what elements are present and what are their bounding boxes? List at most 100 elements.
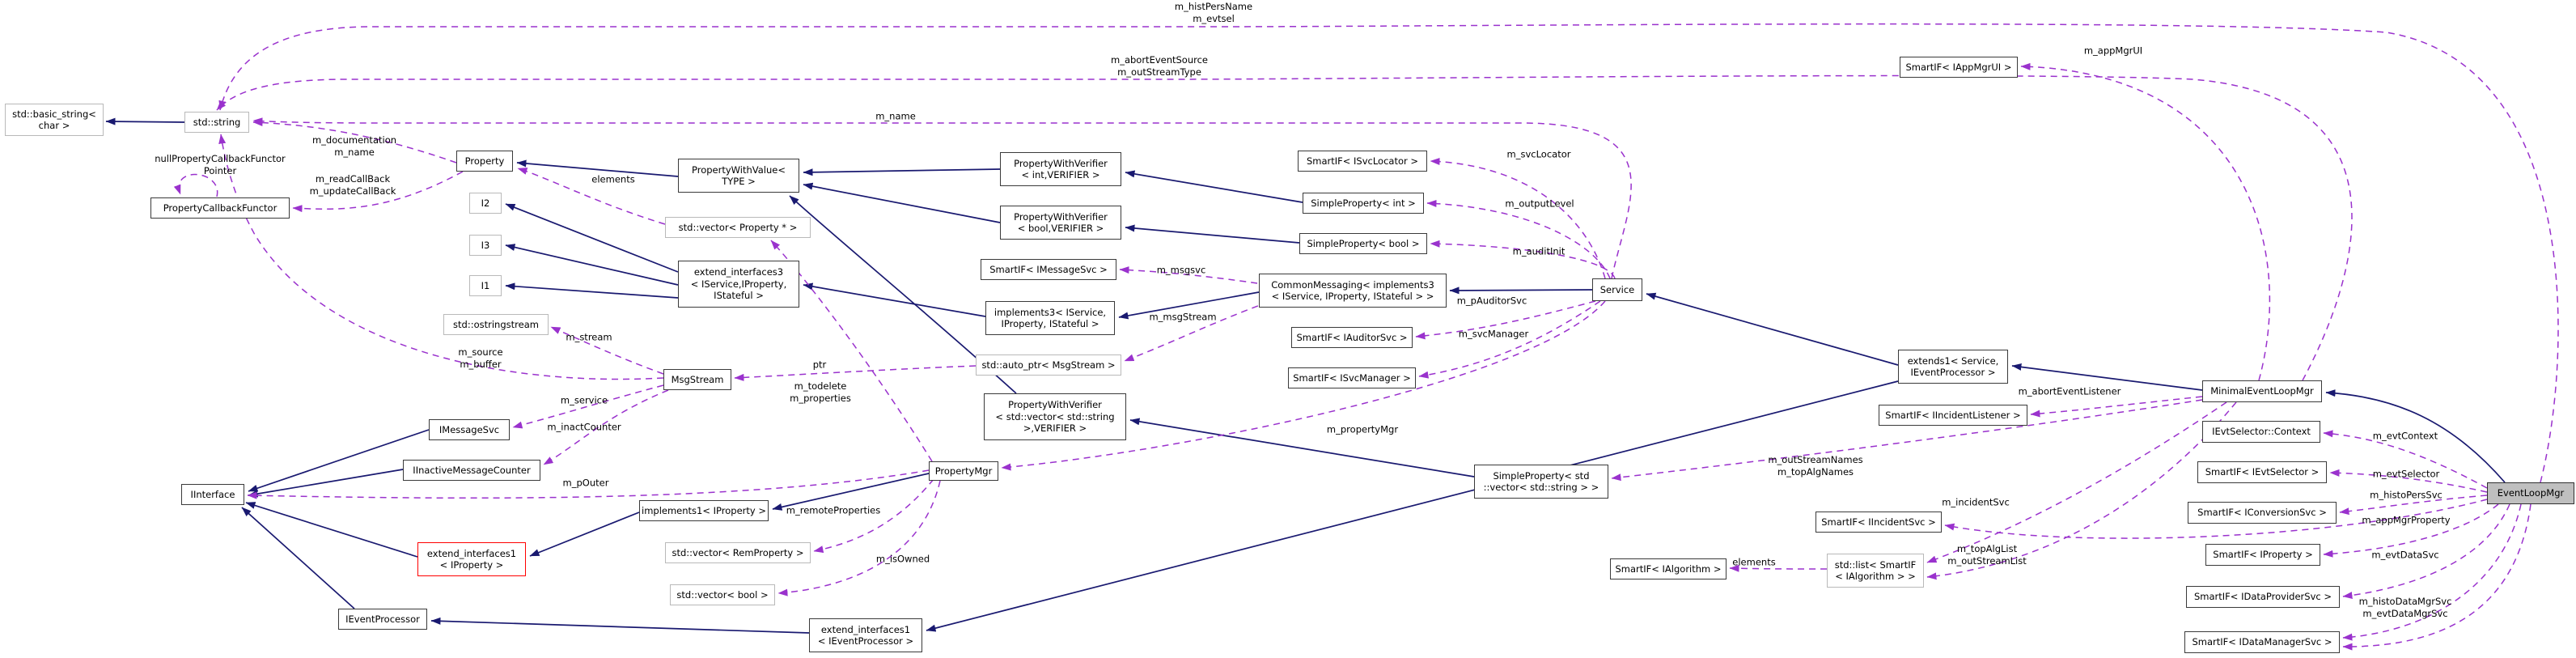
- edge-label-pOuter: m_pOuter: [562, 477, 609, 489]
- node-ei1_IEventProcessor[interactable]: extend_interfaces1 < IEventProcessor >: [809, 618, 922, 652]
- node-extends1[interactable]: extends1< Service, IEventProcessor >: [1898, 350, 2008, 384]
- node-SmartIF_IProperty[interactable]: SmartIF< IProperty >: [2205, 544, 2320, 566]
- node-IEvtSelector_Context[interactable]: IEvtSelector::Context: [2202, 421, 2320, 443]
- edge-uses-msg-string-src: [218, 134, 664, 380]
- edge-inherit-pmgr-impl1: [772, 473, 930, 511]
- edge-label-stream: m_stream: [566, 331, 612, 343]
- edge-uses-msg-ostr: [550, 326, 664, 375]
- edge-inherit-ei3-i1: [505, 282, 679, 299]
- node-SmartIF_IMessageSvc[interactable]: SmartIF< IMessageSvc >: [981, 259, 1116, 280]
- node-SmartIF_IIncidentListener[interactable]: SmartIF< IIncidentListener >: [1879, 405, 2027, 426]
- edge-inherit-ei3-i3: [505, 244, 679, 286]
- node-PropertyMgr[interactable]: PropertyMgr: [929, 461, 998, 481]
- edge-inherit-ievp-iintf: [241, 507, 355, 609]
- node-I3: I3: [469, 235, 502, 256]
- edge-uses-pmgr-vecbool: [777, 480, 941, 596]
- edge-uses-msg-iimc: [543, 389, 669, 465]
- node-SimpleProperty_bool[interactable]: SimpleProperty< bool >: [1299, 233, 1427, 254]
- node-implements1_IProperty[interactable]: implements1< IProperty >: [639, 500, 769, 521]
- edge-label-svcLocator: m_svcLocator: [1506, 148, 1571, 160]
- edge-inherit-svc-cm: [1449, 287, 1593, 295]
- edge-uses-pmgr-vecrem: [813, 478, 934, 554]
- node-SmartIF_IDataProviderSvc[interactable]: SmartIF< IDataProviderSvc >: [2186, 586, 2340, 608]
- node-PWV_int[interactable]: PropertyWithVerifier < int,VERIFIER >: [1000, 152, 1121, 186]
- node-SmartIF_IDataManagerSvc[interactable]: SmartIF< IDataManagerSvc >: [2184, 631, 2340, 653]
- edge-label-pAuditorSvc: m_pAuditorSvc: [1456, 295, 1527, 307]
- node-SmartIF_ISvcLocator[interactable]: SmartIF< ISvcLocator >: [1298, 151, 1427, 172]
- edge-uses-melm-inclistener: [2030, 396, 2203, 418]
- edge-uses-melm-list2: [1926, 401, 2237, 580]
- node-SmartIF_IAppMgrUI[interactable]: SmartIF< IAppMgrUI >: [1900, 57, 2018, 78]
- node-PWV_bool[interactable]: PropertyWithVerifier < bool,VERIFIER >: [1000, 206, 1121, 240]
- node-std_ostringstream: std::ostringstream: [443, 314, 549, 335]
- edge-inherit-impl3-ei3: [803, 282, 986, 317]
- edge-label-evtSelector: m_evtSelector: [2372, 468, 2440, 480]
- edge-inherit-melm-ext1: [2011, 363, 2203, 391]
- node-IInactiveMessageCounter[interactable]: IInactiveMessageCounter: [403, 460, 540, 481]
- node-Service[interactable]: Service: [1592, 278, 1642, 301]
- edge-inherit-ext1-svc: [1646, 292, 1899, 366]
- node-list_SmartIF_IAlgorithm: std::list< SmartIF < IAlgorithm > >: [1827, 554, 1924, 588]
- edge-label-incidentSvc: m_incidentSvc: [1942, 496, 2010, 508]
- node-ei1_IProperty[interactable]: extend_interfaces1 < IProperty >: [417, 542, 526, 576]
- edge-uses-list-smartalg: [1729, 564, 1828, 572]
- edge-inherit-ei1p-iintf: [245, 502, 418, 558]
- node-IInterface[interactable]: IInterface: [181, 484, 244, 505]
- node-EventLoopMgr[interactable]: EventLoopMgr: [2487, 482, 2574, 504]
- edge-inherit-impl1-ei1p: [529, 512, 640, 557]
- edge-inherit-ei1ep-ievp: [430, 617, 810, 634]
- node-IEventProcessor[interactable]: IEventProcessor: [338, 609, 427, 630]
- edge-inherit-spbool-pwvbool: [1125, 224, 1300, 244]
- edge-inherit-ei3-i2: [505, 203, 679, 273]
- node-SmartIF_IAlgorithm[interactable]: SmartIF< IAlgorithm >: [1610, 558, 1727, 579]
- edge-label-service: m_service: [560, 394, 608, 406]
- edge-label-histoDataMgr: m_histoDataMgrSvc m_evtDataMgrSvc: [2358, 596, 2452, 619]
- node-SimpleProperty_int[interactable]: SimpleProperty< int >: [1303, 193, 1424, 214]
- node-SmartIF_IConversionSvc[interactable]: SmartIF< IConversionSvc >: [2188, 502, 2337, 524]
- edge-uses-melm-spvec: [1611, 399, 2203, 482]
- node-vector_bool: std::vector< bool >: [670, 584, 775, 605]
- edge-label-msgsvc: m_msgsvc: [1156, 264, 1206, 276]
- node-I1: I1: [469, 275, 502, 296]
- edge-uses-melm-string-abort: [216, 74, 2353, 381]
- edge-uses-elm-evtsel: [2329, 469, 2488, 493]
- node-SmartIF_ISvcManager[interactable]: SmartIF< ISvcManager >: [1288, 367, 1416, 388]
- node-PWV_vecstring[interactable]: PropertyWithVerifier < std::vector< std:…: [984, 393, 1126, 440]
- edge-label-ptr: ptr: [812, 359, 827, 371]
- edge-inherit-string-basicstring: [105, 117, 185, 125]
- edge-uses-svc-spint: [1426, 199, 1611, 279]
- node-extend_interfaces3[interactable]: extend_interfaces3 < IService,IProperty,…: [678, 261, 799, 308]
- edge-uses-msg-imsgsvc: [512, 384, 664, 429]
- edge-label-msgStream: m_msgStream: [1149, 311, 1217, 323]
- node-vector_Property: std::vector< Property * >: [665, 217, 811, 238]
- edge-uses-pcf-self: [173, 173, 218, 197]
- node-MsgStream[interactable]: MsgStream: [663, 369, 731, 390]
- node-vector_RemProperty: std::vector< RemProperty >: [665, 542, 811, 563]
- node-implements3[interactable]: implements3< IService, IProperty, IState…: [985, 301, 1115, 335]
- edge-inherit-iimc-iintf: [248, 469, 404, 498]
- edge-uses-elm-evtctx: [2323, 430, 2488, 489]
- node-CommonMessaging[interactable]: CommonMessaging< implements3 < IService,…: [1259, 274, 1447, 308]
- node-std_basic_string: std::basic_string< char >: [5, 104, 104, 136]
- node-MinimalEventLoopMgr[interactable]: MinimalEventLoopMgr: [2202, 380, 2322, 402]
- node-SmartIF_IAuditorSvc[interactable]: SmartIF< IAuditorSvc >: [1291, 327, 1413, 348]
- node-IMessageSvc[interactable]: IMessageSvc: [429, 419, 510, 440]
- edge-label-todelete: m_todelete m_properties: [790, 380, 851, 404]
- node-PropertyWithValue[interactable]: PropertyWithValue< TYPE >: [678, 159, 799, 193]
- edge-label-appMgrUI: m_appMgrUI: [2083, 45, 2143, 57]
- edge-label-nullPCF: nullPropertyCallbackFunctor Pointer: [155, 153, 286, 176]
- node-PropertyCallbackFunctor[interactable]: PropertyCallbackFunctor: [150, 197, 290, 219]
- node-Property[interactable]: Property: [456, 151, 513, 172]
- node-auto_ptr_MsgStream: std::auto_ptr< MsgStream >: [976, 354, 1121, 376]
- node-SmartIF_IEvtSelector[interactable]: SmartIF< IEvtSelector >: [2197, 461, 2327, 483]
- node-SmartIF_IIncidentSvc[interactable]: SmartIF< IIncidentSvc >: [1815, 512, 1942, 533]
- edge-uses-elm-iprop: [2323, 503, 2499, 558]
- edge-label-evtDataSvc: m_evtDataSvc: [2371, 549, 2439, 561]
- edge-inherit-pwv-property: [516, 159, 679, 177]
- node-SimpleProperty_vecstring[interactable]: SimpleProperty< std ::vector< std::strin…: [1474, 465, 1608, 499]
- edge-uses-elm-string-hist: [218, 23, 2559, 483]
- edge-label-evtContext: m_evtContext: [2372, 430, 2438, 442]
- edge-label-svcManager: m_svcManager: [1458, 328, 1529, 340]
- edge-label-abortSrc: m_abortEventSource m_outStreamType: [1110, 54, 1209, 78]
- edge-uses-prop-string: [252, 118, 457, 163]
